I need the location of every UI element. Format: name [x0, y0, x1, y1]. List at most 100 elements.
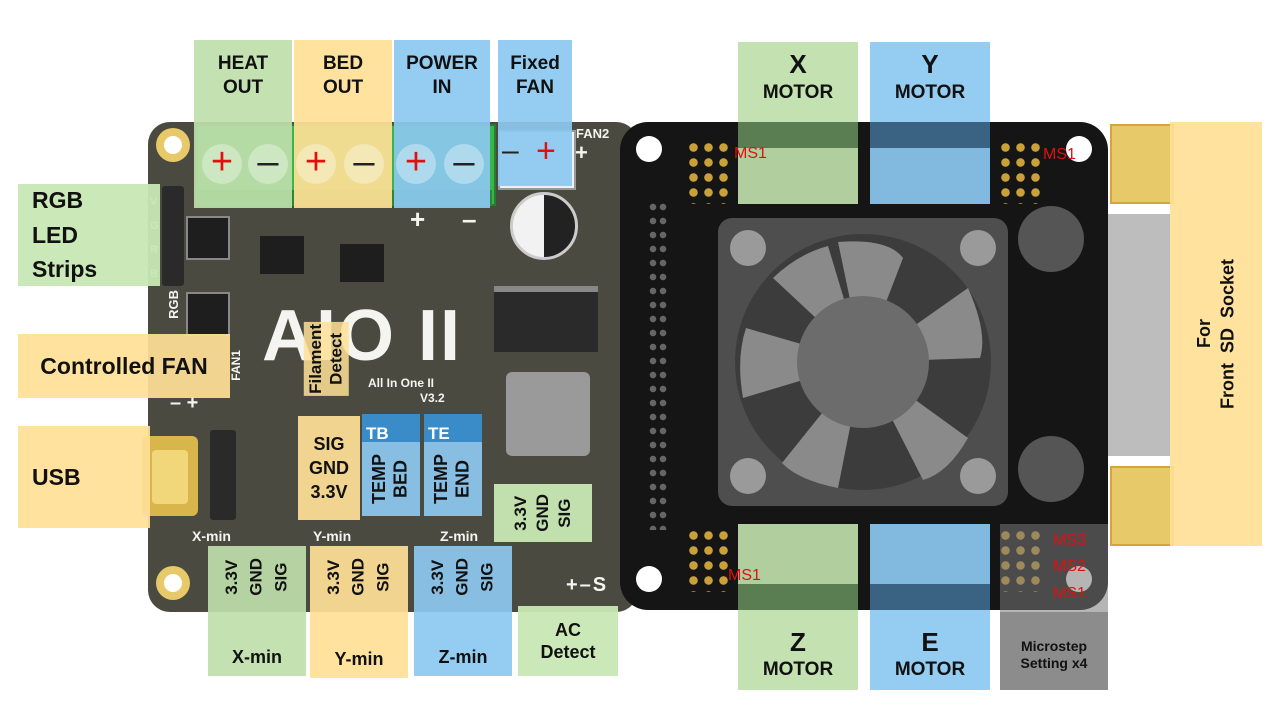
- z-min-pins-label: 3.3V GND SIG: [414, 546, 512, 608]
- ms1-z-label: MS1: [728, 567, 761, 584]
- y-min-pin-gnd: GND: [348, 558, 368, 596]
- ms2-e-label: MS2: [1053, 558, 1086, 575]
- usb-port-inner: [152, 450, 188, 504]
- z-motor-letter: Z: [790, 626, 806, 657]
- filament-detect-line2: Detect: [326, 332, 346, 385]
- terminal-screw: [396, 144, 436, 184]
- x-min-pins-label: 3.3V GND SIG: [208, 546, 306, 608]
- sd-header-top: [1110, 124, 1174, 204]
- sd-slot: [1108, 214, 1170, 456]
- fixed-fan-label: Fixed FAN: [498, 40, 572, 186]
- rgb-led-line1: RGB: [32, 187, 84, 214]
- ac-pins-label: 3.3V GND SIG: [494, 484, 592, 542]
- ms1-e-label: MS1: [1053, 585, 1086, 602]
- fil-pin-gnd: GND: [309, 457, 349, 478]
- power-minus-silk: –: [462, 204, 477, 234]
- z-min-pins-text: 3.3V GND SIG: [426, 558, 500, 596]
- usb-text: USB: [32, 463, 81, 490]
- fan2-plus-symbol: +: [536, 132, 556, 170]
- temp-bed-line2: BED: [391, 459, 411, 498]
- temp-bed-header: [362, 414, 420, 442]
- controlled-fan-label: Controlled FAN: [18, 334, 230, 398]
- power-in-line2: IN: [432, 76, 452, 98]
- temp-bed-text: TEMP BED: [369, 454, 412, 504]
- bed-out-line2: OUT: [322, 76, 364, 98]
- x-motor-letter: X: [789, 49, 807, 79]
- terminal-minus-symbol: –: [257, 141, 279, 183]
- ms1-x-label: MS1: [734, 145, 767, 162]
- z-min-pin-gnd: GND: [452, 558, 472, 596]
- power-plus-silk: +: [410, 204, 426, 234]
- ms-jumper-y: [998, 140, 1042, 204]
- sd-socket-label: For Front SD Socket: [1170, 122, 1262, 546]
- mounting-hole: [164, 574, 182, 592]
- driver-hole: [636, 566, 662, 592]
- z-motor-board-band: [738, 584, 858, 610]
- ac-pin-gnd: GND: [532, 494, 552, 532]
- temp-end-text: TEMP END: [431, 454, 474, 504]
- x-min-label: X-min: [208, 608, 306, 676]
- x-min-pins-text: 3.3V GND SIG: [220, 558, 294, 596]
- bed-out-line1: BED: [322, 53, 364, 74]
- x-motor-text: MOTOR: [762, 81, 834, 103]
- mosfet: [340, 244, 384, 282]
- inductor: [506, 372, 590, 456]
- fan-blades: [730, 230, 996, 494]
- ms-jumper-x: [686, 140, 730, 204]
- power-in-label: POWER IN: [394, 40, 490, 208]
- round-component: [1018, 206, 1084, 272]
- microstep-label-bottom: [1000, 612, 1108, 690]
- endstop-header: [210, 430, 236, 520]
- rgb-led-line2: LED: [32, 221, 78, 248]
- z-min-text: Z-min: [438, 646, 488, 667]
- ac-pm-silk: +–S: [566, 574, 609, 596]
- ac-pins-text: 3.3V GND SIG: [510, 494, 576, 532]
- usb-label: USB: [18, 426, 150, 528]
- y-motor-letter: Y: [921, 49, 939, 79]
- fan2-minus-symbol: –: [502, 134, 519, 167]
- fan1-silk: FAN1: [229, 350, 243, 381]
- microstep-text-line1: Microstep: [1020, 637, 1088, 654]
- ms1-y-label: MS1: [1043, 146, 1076, 163]
- temp-end-label: TEMP END: [424, 442, 482, 516]
- z-min-label: Z-min: [414, 608, 512, 676]
- heat-out-label: HEAT OUT: [194, 40, 292, 208]
- ac-detect-line2: Detect: [540, 642, 596, 662]
- driver-hole: [636, 136, 662, 162]
- rgb-led-line3: Strips: [32, 256, 98, 283]
- terminal-screw: [248, 144, 288, 184]
- temp-end-line1: TEMP: [431, 453, 452, 504]
- board-version: V3.2: [420, 391, 445, 405]
- e-motor-letter: E: [921, 626, 939, 657]
- microstep-label-text: Microstep Setting x4: [1000, 624, 1108, 686]
- filament-detect-title: Filament Detect: [304, 322, 349, 396]
- round-component: [1018, 436, 1084, 502]
- terminal-screw: [344, 144, 384, 184]
- filament-detect-label: SIG GND 3.3V: [298, 416, 360, 520]
- y-min-pin-sig: SIG: [373, 562, 393, 592]
- fixed-fan-line2: FAN: [516, 76, 554, 98]
- filament-detect-line1: Filament: [306, 324, 325, 394]
- regulator-chip: [494, 286, 598, 352]
- fil-pin-33v: 3.3V: [310, 482, 348, 503]
- e-motor-text: MOTOR: [894, 659, 966, 681]
- terminal-screw: [444, 144, 484, 184]
- fan-mount-hole: [960, 230, 996, 266]
- temp-bed-line1: TEMP: [369, 453, 390, 504]
- temp-end-line2: END: [453, 459, 473, 498]
- terminal-minus-symbol: –: [453, 141, 475, 183]
- fan2-plus-silk: +: [575, 140, 588, 165]
- y-min-label: Y-min: [310, 608, 408, 678]
- fan2-silk: FAN2: [576, 126, 610, 141]
- pin-header-strip: [648, 200, 668, 530]
- board-subtitle: All In One II: [368, 376, 435, 390]
- sd-header-bottom: [1110, 466, 1174, 546]
- x-min-pin-gnd: GND: [246, 558, 266, 596]
- bed-out-label: BED OUT: [294, 40, 392, 208]
- y-motor-board-band: [870, 122, 990, 148]
- z-min-pin-33v: 3.3V: [428, 559, 448, 595]
- rgb-led-label: RGB LED Strips: [18, 184, 160, 286]
- sd-socket-line1: For: [1193, 319, 1214, 349]
- ms3-e-label: MS3: [1053, 532, 1086, 549]
- driver-hole: [1066, 136, 1092, 162]
